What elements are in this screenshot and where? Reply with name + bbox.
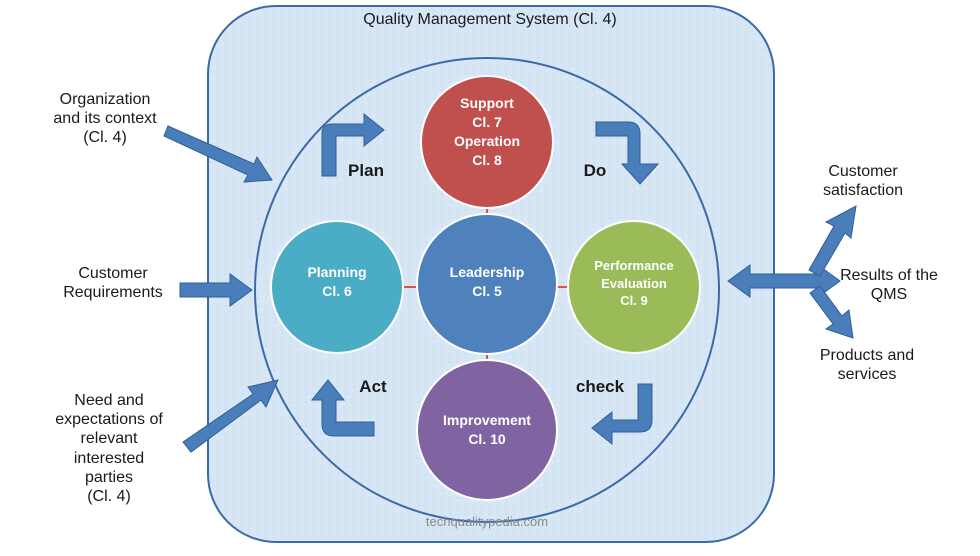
improvement-text: Improvement Cl. 10 [427,411,547,449]
leadership-circle [416,213,558,355]
performance-clause: Cl. 9 [620,293,648,309]
do-arrow-icon [595,121,660,185]
organization-input-arrow-icon [163,125,273,183]
operation-clause: Cl. 8 [472,151,502,168]
check-label: check [575,377,625,396]
interested-parties-line-6: (Cl. 4) [87,487,131,505]
act-label: Act [359,377,387,396]
products-line-2: services [837,366,897,384]
customer-satisfaction-line-2: satisfaction [822,182,904,200]
interested-parties-label: Need and expectations of relevant intere… [24,391,194,506]
results-double-arrow-icon [727,264,841,298]
leadership-text: Leadership Cl. 5 [427,263,547,301]
results-line-2: QMS [870,286,908,304]
customer-satisfaction-label: Customer satisfaction [778,162,948,200]
diagram-title: Quality Management System (Cl. 4) [363,11,617,28]
organization-line-3: (Cl. 4) [83,129,127,147]
improvement-label: Improvement [443,412,531,428]
interested-parties-line-1: Need and [74,392,144,409]
planning-text: Planning Cl. 6 [277,263,397,301]
do-label: Do [583,161,607,180]
interested-parties-line-3: relevant [80,430,138,448]
performance-label: Performance [594,258,674,273]
customer-requirements-line-2: Requirements [63,284,163,302]
support-label: Support [460,95,514,111]
results-of-qms-label: Results of the QMS [804,266,974,304]
plan-arrow-icon [321,112,385,177]
support-clause: Cl. 7 [472,113,502,130]
improvement-clause: Cl. 10 [468,430,506,447]
interested-parties-arrow-icon [182,379,279,453]
planning-circle [270,220,404,354]
organization-line-2: and its context [53,110,157,128]
interested-parties-line-2: expectations of [55,411,163,429]
performance-text: Performance Evaluation Cl. 9 [574,257,694,310]
organization-context-label: Organization and its context (Cl. 4) [20,90,190,148]
products-line-1: Products and [819,347,915,364]
organization-line-1: Organization [59,91,151,108]
planning-clause: Cl. 6 [322,282,352,299]
interested-parties-line-4: interested [73,449,145,467]
check-arrow-icon [591,383,653,446]
products-services-label: Products and services [782,346,952,384]
customer-satisfaction-line-1: Customer [828,163,898,180]
evaluation-label: Evaluation [601,275,667,291]
support-operation-circle [420,75,554,209]
act-arrow-icon [310,379,375,437]
customer-requirements-label: Customer Requirements [28,264,198,302]
support-operation-text: Support Cl. 7 Operation Cl. 8 [427,94,547,170]
customer-requirements-arrow-icon [179,273,253,307]
leadership-label: Leadership [449,264,525,280]
improvement-circle [416,359,558,501]
performance-circle [567,220,701,354]
results-line-1: Results of the [840,267,938,284]
planning-label: Planning [307,264,367,280]
interested-parties-line-5: parties [84,468,134,486]
watermark: techqualitypedia.com [425,514,549,529]
plan-label: Plan [348,161,384,180]
leadership-clause: Cl. 5 [472,282,502,299]
customer-requirements-line-1: Customer [78,265,148,282]
customer-satisfaction-branch-arrow-icon [808,205,857,277]
products-branch-arrow-icon [809,285,854,339]
operation-label: Operation [453,132,521,149]
